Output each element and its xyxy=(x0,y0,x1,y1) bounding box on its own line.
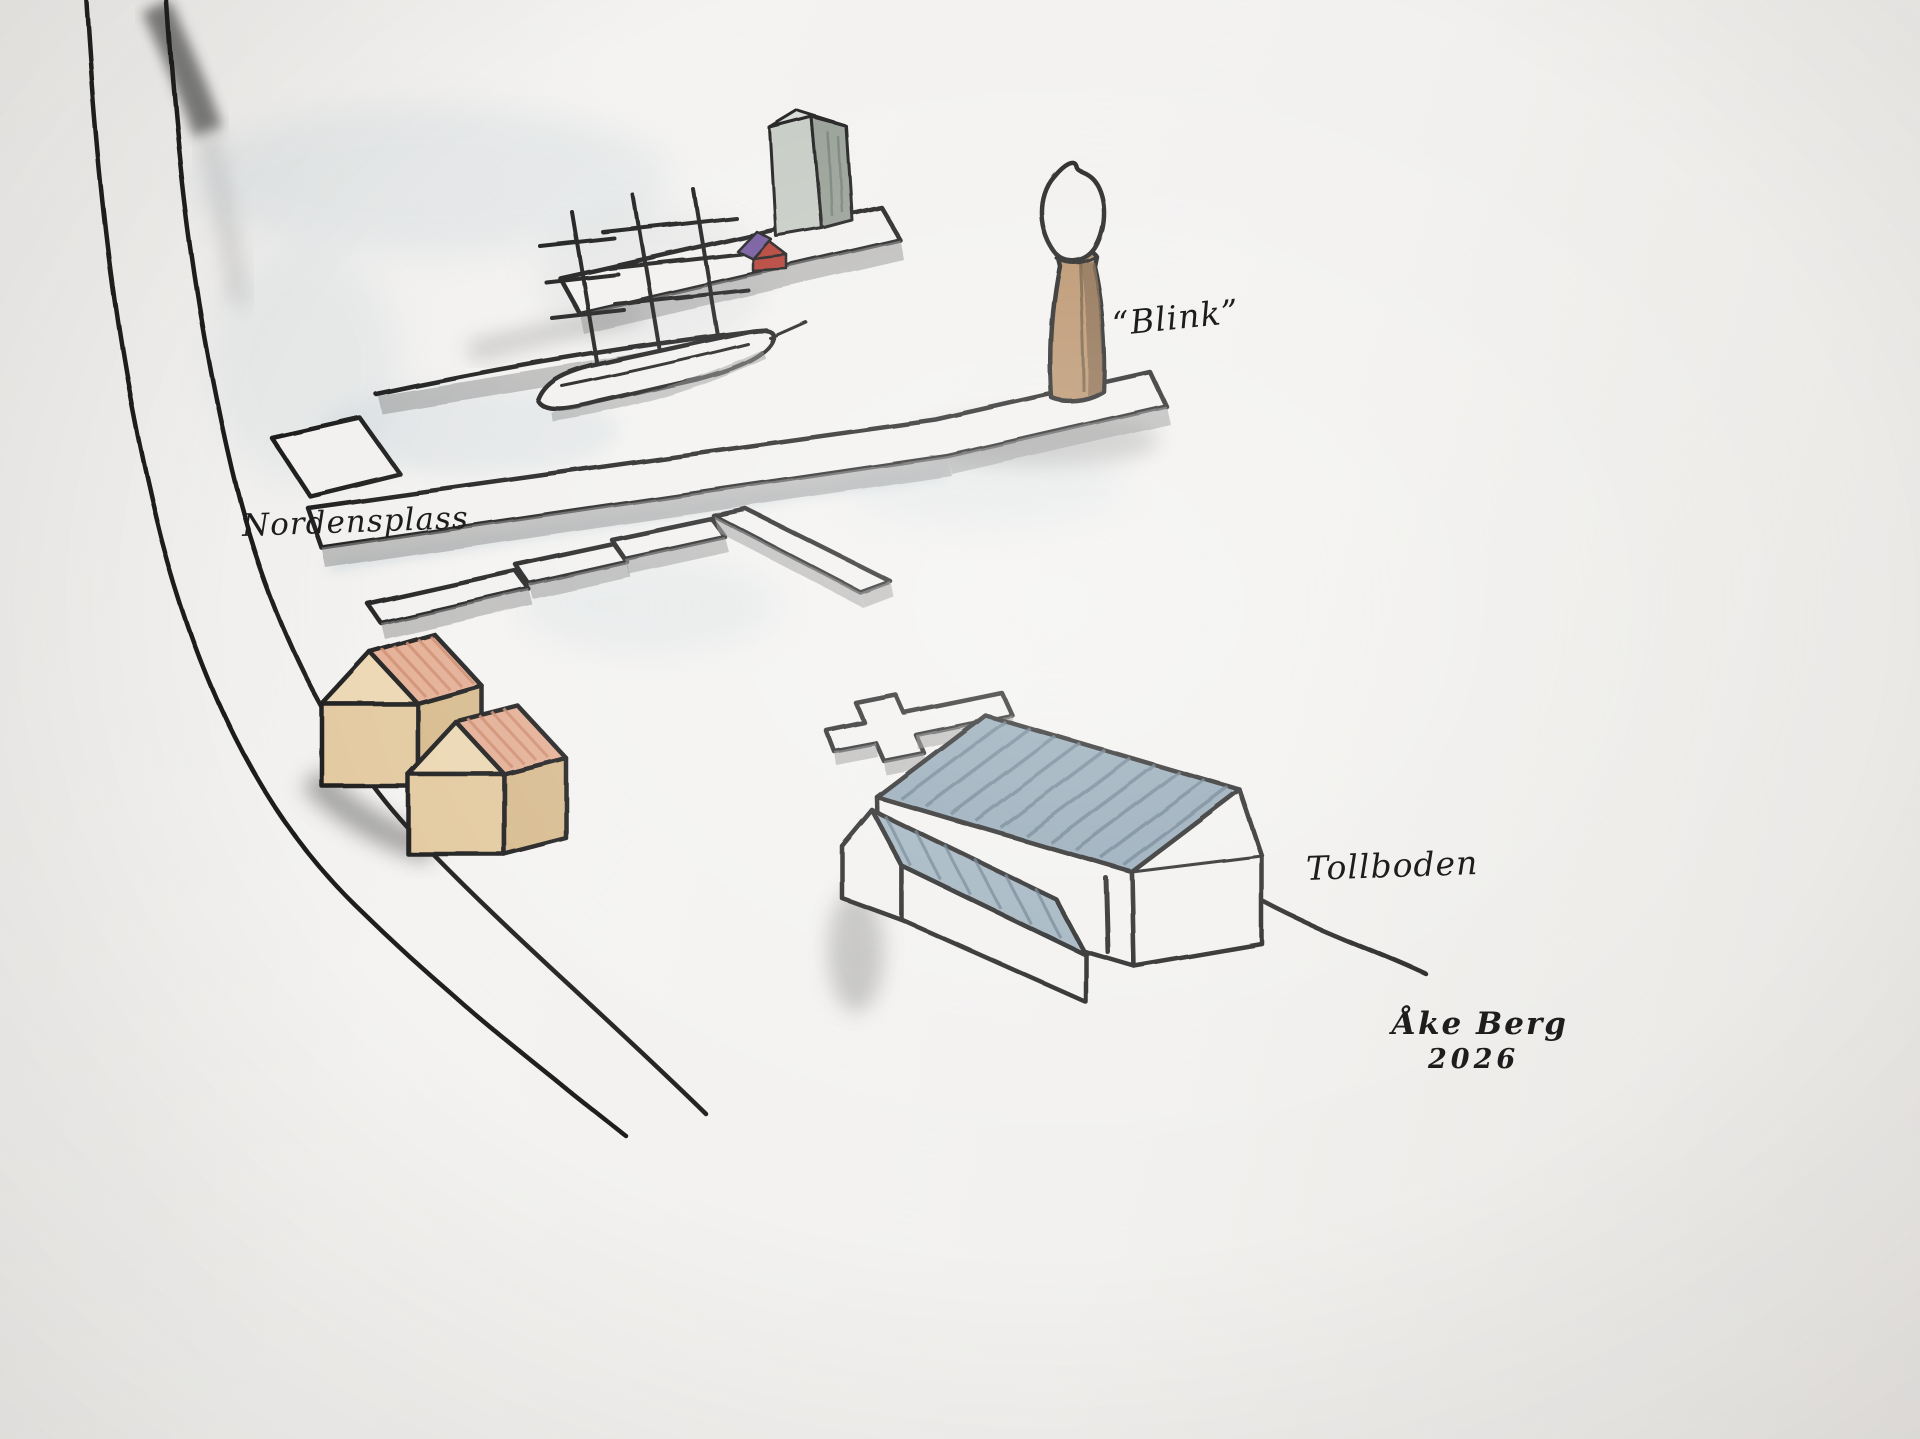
cross-pier-face xyxy=(834,743,878,765)
roof-hatch xyxy=(899,719,1230,867)
ship-spar xyxy=(538,236,616,248)
annex-roof xyxy=(869,807,1089,958)
roof-hatch xyxy=(883,815,1063,939)
ship-spar xyxy=(550,308,626,320)
hull-shadow xyxy=(551,349,766,422)
red-hut-roof-left xyxy=(735,229,773,261)
marina-pier-face xyxy=(381,589,533,639)
ship-bowsprit xyxy=(768,320,808,340)
water-wash xyxy=(190,105,670,255)
red-hut-wall xyxy=(751,253,789,273)
house-right xyxy=(405,703,569,857)
tollboden-gable xyxy=(1129,787,1265,969)
blink-sculpture xyxy=(1039,160,1107,404)
middle-quay-face xyxy=(322,456,952,568)
red-hut xyxy=(735,229,789,273)
coast-road xyxy=(84,0,709,1139)
obelisk-platform-face xyxy=(580,240,904,334)
house-front-wall xyxy=(405,771,507,857)
marina-pier-face xyxy=(714,516,864,608)
ship-spar xyxy=(544,272,620,284)
roof-hatch xyxy=(466,707,550,769)
tollboden-label: Tollboden xyxy=(1305,843,1479,888)
ship-masts xyxy=(538,188,750,370)
tollboden-eave-line xyxy=(1130,854,1264,874)
marina-piers xyxy=(365,506,893,639)
tollboden-annex xyxy=(839,807,1089,1005)
marina-pier-face xyxy=(625,537,729,574)
middle-quay-face xyxy=(948,406,1170,474)
downspout xyxy=(1103,875,1111,955)
house-side-wall xyxy=(501,755,569,857)
blink-column-crack xyxy=(1078,261,1086,393)
house-front-wall xyxy=(319,701,421,789)
ship-mast xyxy=(632,194,662,354)
marina-pier-face xyxy=(529,562,631,599)
pencil-smudge xyxy=(142,0,223,137)
ship-deck-line xyxy=(560,342,750,388)
road-outer-line xyxy=(84,0,629,1139)
blink-column-shade xyxy=(1080,260,1104,396)
ship-mast xyxy=(692,188,720,338)
middle-quay xyxy=(305,369,1170,568)
quay-front-edge xyxy=(373,327,769,397)
ship-spar xyxy=(662,216,738,228)
signature-year: 2026 xyxy=(1428,1044,1520,1075)
cross-pier-face xyxy=(884,753,926,775)
nordensplass-plot xyxy=(269,415,403,499)
ship-mast xyxy=(570,210,600,370)
obelisk-platform xyxy=(557,203,904,334)
road-inner-line xyxy=(164,0,709,1117)
ship-spar xyxy=(674,288,750,300)
blink-collar xyxy=(1054,254,1098,264)
roof-hatch xyxy=(380,634,476,699)
signature-artist: Åke Berg xyxy=(1392,1006,1568,1042)
annex-shadow xyxy=(828,888,884,1012)
sailing-ship xyxy=(535,188,808,422)
ship-spar xyxy=(668,252,744,264)
signature: Åke Berg 2026 xyxy=(1392,1006,1568,1075)
obelisk-monument xyxy=(768,109,854,238)
obelisk-hatch xyxy=(826,131,844,217)
blink-flame xyxy=(1039,160,1106,263)
marina-pier-face xyxy=(860,581,893,607)
obelisk-top xyxy=(768,109,848,130)
ship-hull xyxy=(535,328,776,412)
road-line-tollboden xyxy=(1261,899,1429,977)
